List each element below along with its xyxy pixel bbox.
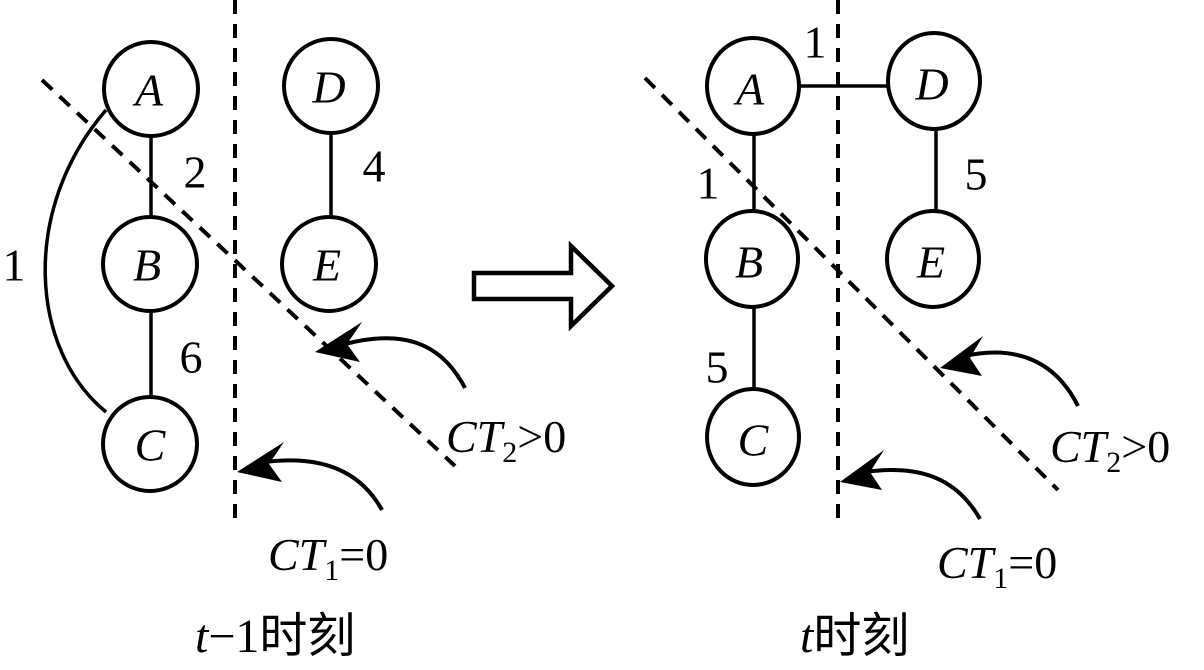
edge-weight-a-c-left: 1 <box>3 240 26 291</box>
ct-name: CT <box>1050 421 1110 472</box>
ct-name: CT <box>268 529 328 580</box>
node-b-left: B <box>101 215 199 313</box>
node-a-left: A <box>102 40 200 138</box>
node-label: E <box>916 237 945 288</box>
cut-label-ct1-left: CT1=0 <box>268 529 388 587</box>
node-e-left: E <box>280 215 378 313</box>
arrowhead-ct1-left <box>237 442 284 482</box>
edge-weight-b-c-left: 6 <box>180 332 203 383</box>
pointer-ct1-right <box>864 467 982 520</box>
node-d-left: D <box>282 37 380 135</box>
node-b-right: B <box>704 209 800 309</box>
caption-right: t时刻 <box>800 610 909 663</box>
node-label: C <box>135 420 167 471</box>
pointer-ct2-left <box>344 336 467 389</box>
ct-relation: >0 <box>517 411 566 462</box>
cut-label-ct1-right: CT1=0 <box>937 537 1057 595</box>
edge-weight-a-d-right: 1 <box>804 17 827 68</box>
ct-name: CT <box>937 537 997 588</box>
edge-a-c-left <box>43 108 108 414</box>
ct-subscript: 2 <box>1106 446 1121 479</box>
cut-label-ct2-left: CT2>0 <box>446 411 566 469</box>
node-label: B <box>735 237 763 288</box>
panel-left: A B C D E 2 6 1 4 CT2>0 <box>3 0 566 663</box>
node-label: A <box>132 65 164 116</box>
node-c-right: C <box>705 387 801 487</box>
node-d-right: D <box>886 31 982 131</box>
node-label: D <box>311 62 345 113</box>
node-label: B <box>133 240 161 291</box>
pointer-ct1-left <box>264 458 384 511</box>
caption-rest: 时刻 <box>813 610 909 663</box>
caption-var: t <box>195 610 210 663</box>
ct-subscript: 1 <box>993 562 1008 595</box>
ct-subscript: 1 <box>324 554 339 587</box>
ct-relation: >0 <box>1121 421 1170 472</box>
edge-weight-a-b-left: 2 <box>184 147 207 198</box>
node-e-right: E <box>885 209 981 309</box>
node-label: D <box>914 59 948 110</box>
arrowhead-ct1-right <box>840 450 884 490</box>
caption-var: t <box>800 610 815 663</box>
ct-subscript: 2 <box>502 436 517 469</box>
caption-left: t−1时刻 <box>195 610 355 663</box>
cut-line-ct2-right <box>643 76 1060 492</box>
ct-relation: =0 <box>339 529 388 580</box>
transition-arrow-icon <box>471 240 616 332</box>
panel-right: A B C D E 1 1 5 5 CT2>0 <box>643 0 1170 663</box>
node-a-right: A <box>705 36 801 136</box>
node-label: C <box>738 415 770 466</box>
pointer-ct2-right <box>964 350 1080 407</box>
edge-weight-a-b-right: 1 <box>697 158 720 209</box>
arrowhead-ct2-left <box>315 322 362 362</box>
cut-label-ct2-right: CT2>0 <box>1050 421 1170 479</box>
ct-name: CT <box>446 411 506 462</box>
node-label: E <box>312 240 341 291</box>
arrowhead-ct2-right <box>940 336 983 376</box>
caption-rest: −1时刻 <box>208 610 355 663</box>
node-label: A <box>733 64 765 115</box>
ct-relation: =0 <box>1008 537 1057 588</box>
node-c-left: C <box>101 395 199 493</box>
edge-weight-d-e-left: 4 <box>363 141 386 192</box>
edge-weight-b-c-right: 5 <box>706 342 729 393</box>
edge-weight-d-e-right: 5 <box>965 149 988 200</box>
